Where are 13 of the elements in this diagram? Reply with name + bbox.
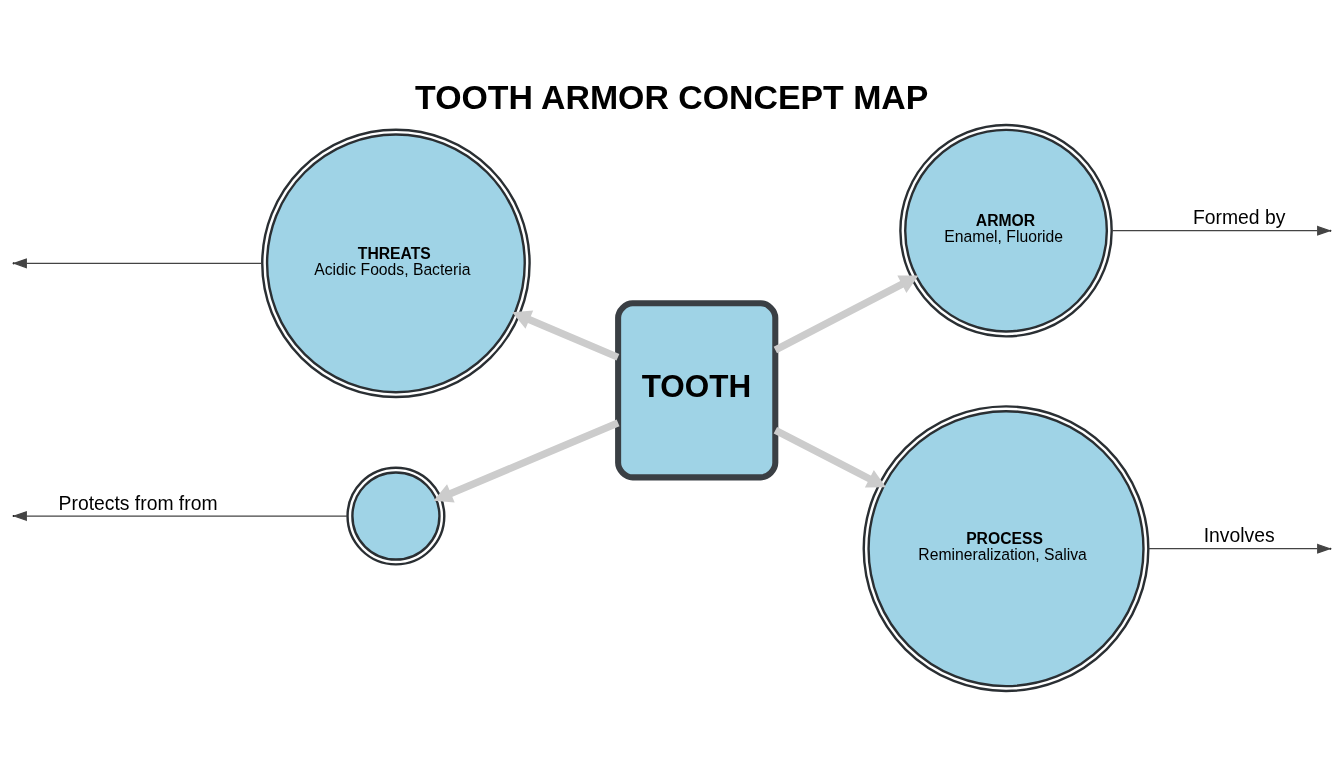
edge-label: Involves [1203, 523, 1275, 546]
arrow [773, 275, 919, 353]
arrow [1111, 225, 1332, 236]
edge-label: Formed by [1193, 205, 1286, 228]
arrow [512, 310, 620, 361]
arrow [12, 510, 348, 521]
diagram-title: TOOTH ARMOR CONCEPT MAP [415, 77, 929, 116]
arrow [773, 426, 886, 487]
edge-label: Protects from from [58, 491, 218, 514]
node-circle: THREATS Acidic Foods, Bacteria [261, 128, 531, 398]
node-circle [346, 465, 446, 566]
node-box: TOOTH [615, 299, 779, 480]
arrow [433, 419, 620, 502]
